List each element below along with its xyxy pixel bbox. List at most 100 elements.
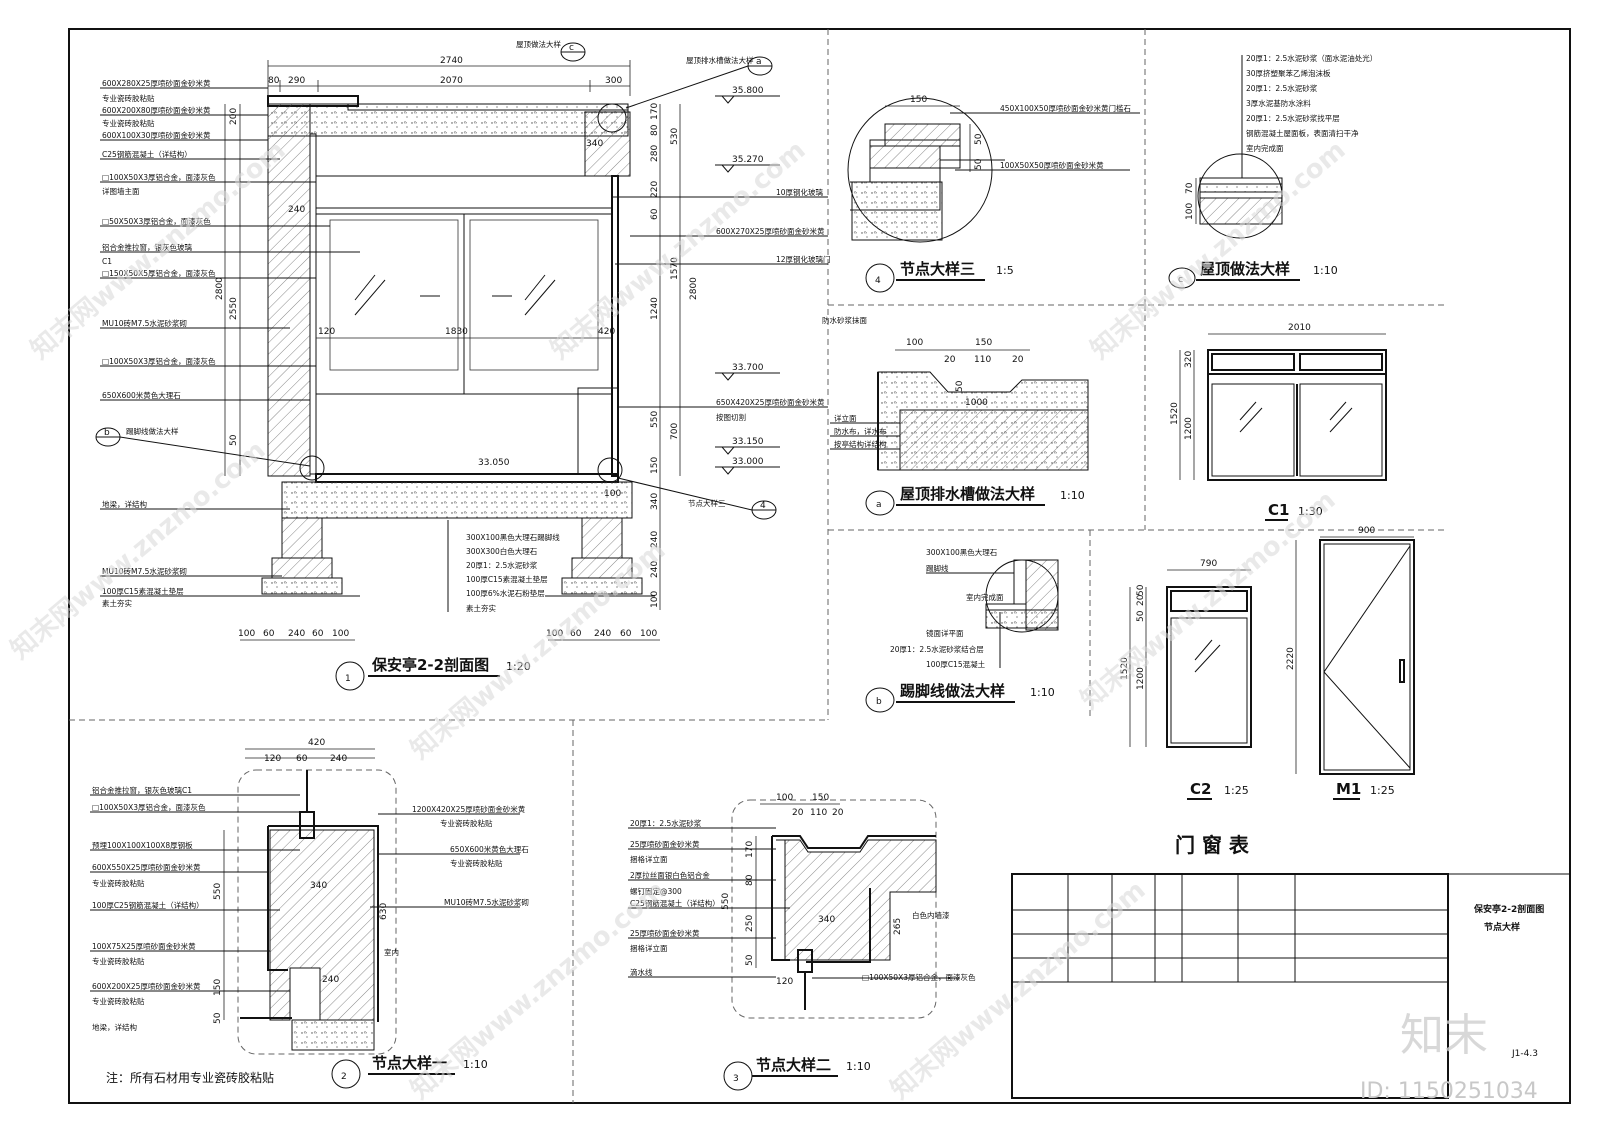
dim-in-120: 120 <box>318 327 335 337</box>
d2-dim-100: 100 <box>776 793 793 803</box>
da-label-0: 防水砂浆抹面 <box>822 315 867 325</box>
dim-left-2550: 2550 <box>229 297 239 320</box>
watermark-5: 知末网www.znzmo.com <box>405 535 671 765</box>
c1-title: C1 <box>1268 501 1289 519</box>
m1-scale: 1:25 <box>1370 784 1395 797</box>
d1-dim-120: 120 <box>264 754 281 764</box>
d1-dim-340: 340 <box>310 881 327 891</box>
m1-dim-height: 2220 <box>1286 647 1296 670</box>
d1-l4: 专业瓷砖胶粘贴 <box>92 878 145 888</box>
window-c1: 2010 1520 320 1200 C1 1:30 <box>1170 323 1387 521</box>
fl-4: 100厚6%水泥石粉垫层 <box>466 588 545 598</box>
callout-a-text: 屋顶排水槽做法大样 <box>686 55 754 65</box>
d4-title: 节点大样三 <box>900 260 975 278</box>
c1-scale: 1:30 <box>1298 505 1323 518</box>
da-dim-150: 150 <box>975 338 992 348</box>
door-m1: 900 2220 M1 1:25 <box>1286 526 1415 800</box>
db-label-5: 100厚C15混凝土 <box>926 659 986 669</box>
callout-4[interactable]: 4 节点大样三 <box>617 477 777 520</box>
db-marker: b <box>876 697 882 707</box>
da-dim-1000: 1000 <box>965 398 988 408</box>
d1-dim-50: 50 <box>213 1012 223 1024</box>
watermark-1: 知末网www.znzmo.com <box>25 135 291 365</box>
d1-r2: 650X600米黄色大理石 <box>450 844 529 854</box>
da-title: 屋顶排水槽做法大样 <box>900 485 1035 503</box>
rl-2: 12厚钢化玻璃门 <box>776 254 831 264</box>
fl-0: 300X100黑色大理石踢脚线 <box>466 532 560 542</box>
d1-r3: 专业瓷砖胶粘贴 <box>450 858 503 868</box>
d2-dim-110: 110 <box>810 808 827 818</box>
d1-dim-240: 240 <box>330 754 347 764</box>
callout-b-marker: b <box>104 428 110 438</box>
callout-b[interactable]: b 踢脚线做法大样 <box>95 426 311 467</box>
dim-b-100a: 100 <box>238 629 255 639</box>
dim-b-60b: 60 <box>312 629 324 639</box>
da-dim-20a: 20 <box>944 355 956 365</box>
dc-label-5: 钢筋混凝土屋面板，表面清扫干净 <box>1246 128 1359 138</box>
d2-l4: 螺钉固定@300 <box>630 886 682 896</box>
c1-dim-width: 2010 <box>1288 323 1311 333</box>
dim-290: 290 <box>288 76 305 86</box>
d2-dim-150: 150 <box>812 793 829 803</box>
ll-5: C25钢筋混凝土（详结构） <box>102 149 192 159</box>
fl-1: 300X300白色大理石 <box>466 546 538 556</box>
d2-dim-120: 120 <box>776 977 793 987</box>
ll-10: C1 <box>102 257 112 266</box>
d2-scale: 1:10 <box>846 1060 871 1073</box>
d1-l10: 地梁，详结构 <box>92 1022 137 1032</box>
d4-dim-150: 150 <box>910 95 927 105</box>
section-left-labels: 600X280X25厚喷砂面金砂米黄 专业瓷砖胶粘贴 600X200X80厚喷砂… <box>100 78 360 608</box>
c2-dim-1200: 1200 <box>1136 667 1146 690</box>
d2-dim-20a: 20 <box>792 808 804 818</box>
d1-l6: 100X75X25厚喷砂面金砂米黄 <box>92 941 196 951</box>
dim-b-240b: 240 <box>594 629 611 639</box>
d2-title: 节点大样二 <box>756 1056 831 1074</box>
dim-r-340: 340 <box>650 493 660 510</box>
m1-title: M1 <box>1336 780 1361 798</box>
rl-0: 10厚钢化玻璃 <box>776 187 824 197</box>
d2-r0: 白色内墙漆 <box>912 910 950 920</box>
rl-1: 600X270X25厚喷砂面金砂米黄 <box>716 226 825 236</box>
callout-c-text: 屋顶做法大样 <box>516 39 561 49</box>
dim-in-1830: 1830 <box>445 327 468 337</box>
d1-l0: 铝合金推拉窗，银灰色玻璃C1 <box>92 785 192 795</box>
dim-80: 80 <box>268 76 280 86</box>
d2-dim-340: 340 <box>818 915 835 925</box>
d1-dim-550: 550 <box>213 883 223 900</box>
d2-dim-250: 250 <box>745 915 755 932</box>
section-2-2: 2740 80 290 2070 300 200 2800 2550 50 17… <box>95 39 831 691</box>
callout-c[interactable]: c 屋顶做法大样 <box>516 39 586 62</box>
d4-scale: 1:5 <box>996 264 1014 277</box>
db-scale: 1:10 <box>1030 686 1055 699</box>
ll-17: MU10砖M7.5水泥砂浆砌 <box>102 566 187 576</box>
c1-dim-height: 1520 <box>1170 402 1180 425</box>
d1-dim-150: 150 <box>213 979 223 996</box>
d1-dim-240: 240 <box>322 975 339 985</box>
detail-a: 100 150 20 110 20 50 1000 防水砂浆抹面 详立面 防水布… <box>822 315 1089 516</box>
dim-b-60a: 60 <box>263 629 275 639</box>
d2-marker: 3 <box>733 1074 739 1084</box>
sheet-number: J1-4.3 <box>1511 1049 1538 1059</box>
fl-3: 100厚C15素混凝土垫层 <box>466 574 548 584</box>
d4-dim-50a: 50 <box>974 133 984 145</box>
title-block-line1: 保安亭2-2剖面图 <box>1473 903 1544 915</box>
dc-label-1: 30厚挤塑聚苯乙烯泡沫板 <box>1246 68 1331 78</box>
d2-l6: 25厚喷砂面金砂米黄 <box>630 928 700 938</box>
c2-dim-20: 20 <box>1136 594 1146 606</box>
dim-r-530: 530 <box>670 128 680 145</box>
d1-l3: 600X550X25厚喷砂面金砂米黄 <box>92 862 201 872</box>
callout-a[interactable]: a 屋顶排水槽做法大样 <box>625 55 773 109</box>
dc-scale: 1:10 <box>1313 264 1338 277</box>
d2-dim-50: 50 <box>745 954 755 966</box>
d1-dim-60: 60 <box>296 754 308 764</box>
d2-l5: C25钢筋混凝土（详结构） <box>630 898 720 908</box>
callout-c-marker: c <box>569 43 574 53</box>
c2-title: C2 <box>1190 780 1211 798</box>
da-dim-100: 100 <box>906 338 923 348</box>
dim-2070: 2070 <box>440 76 463 86</box>
level-35270: 35.270 <box>732 155 764 165</box>
d4-label-1: 100X50X50厚喷砂面金砂米黄 <box>1000 160 1104 170</box>
section-marker: 1 <box>345 674 351 684</box>
dim-300: 300 <box>605 76 622 86</box>
